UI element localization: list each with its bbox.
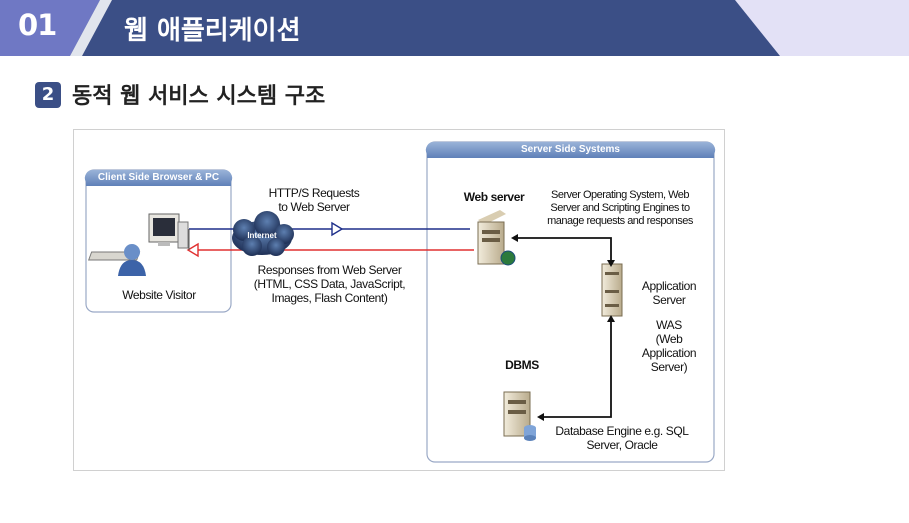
- section-title: 동적 웹 서비스 시스템 구조: [72, 84, 326, 109]
- web-server-icon: [477, 210, 516, 266]
- user-icon: [118, 244, 146, 276]
- database-engine-label: Database Engine e.g. SQL Server, Oracle: [555, 424, 689, 452]
- website-visitor-label: Website Visitor: [122, 288, 196, 302]
- web-server-description: Server Operating System, Web Server and …: [547, 189, 693, 227]
- server-connectors: [514, 237, 612, 418]
- response-arrow: [186, 229, 474, 258]
- server-panel-title: Server Side Systems: [521, 144, 620, 155]
- internet-label: Internet: [247, 231, 277, 240]
- client-panel-title: Client Side Browser & PC: [97, 172, 220, 183]
- header-number: 01: [18, 8, 57, 42]
- header-title: 웹 애플리케이션: [124, 16, 301, 46]
- request-label: HTTP/S Requests to Web Server: [268, 186, 360, 214]
- application-server-icon: [601, 263, 623, 317]
- diagram-graphics: [84, 141, 716, 463]
- internet-cloud-icon: [232, 211, 294, 256]
- response-label: Responses from Web Server (HTML, CSS Dat…: [253, 263, 406, 305]
- web-server-label: Web server: [463, 190, 525, 204]
- section-number-badge: 2: [35, 82, 61, 108]
- header-background: [0, 0, 909, 56]
- was-label: WAS (Web Application Server): [641, 318, 697, 374]
- system-architecture-diagram: Client Side Browser & PC Server Side Sys…: [73, 129, 725, 471]
- application-server-label: Application Server: [641, 279, 697, 307]
- database-server-icon: [503, 391, 536, 441]
- dbms-label: DBMS: [505, 358, 539, 372]
- header-banner: 01 웹 애플리케이션: [0, 0, 909, 56]
